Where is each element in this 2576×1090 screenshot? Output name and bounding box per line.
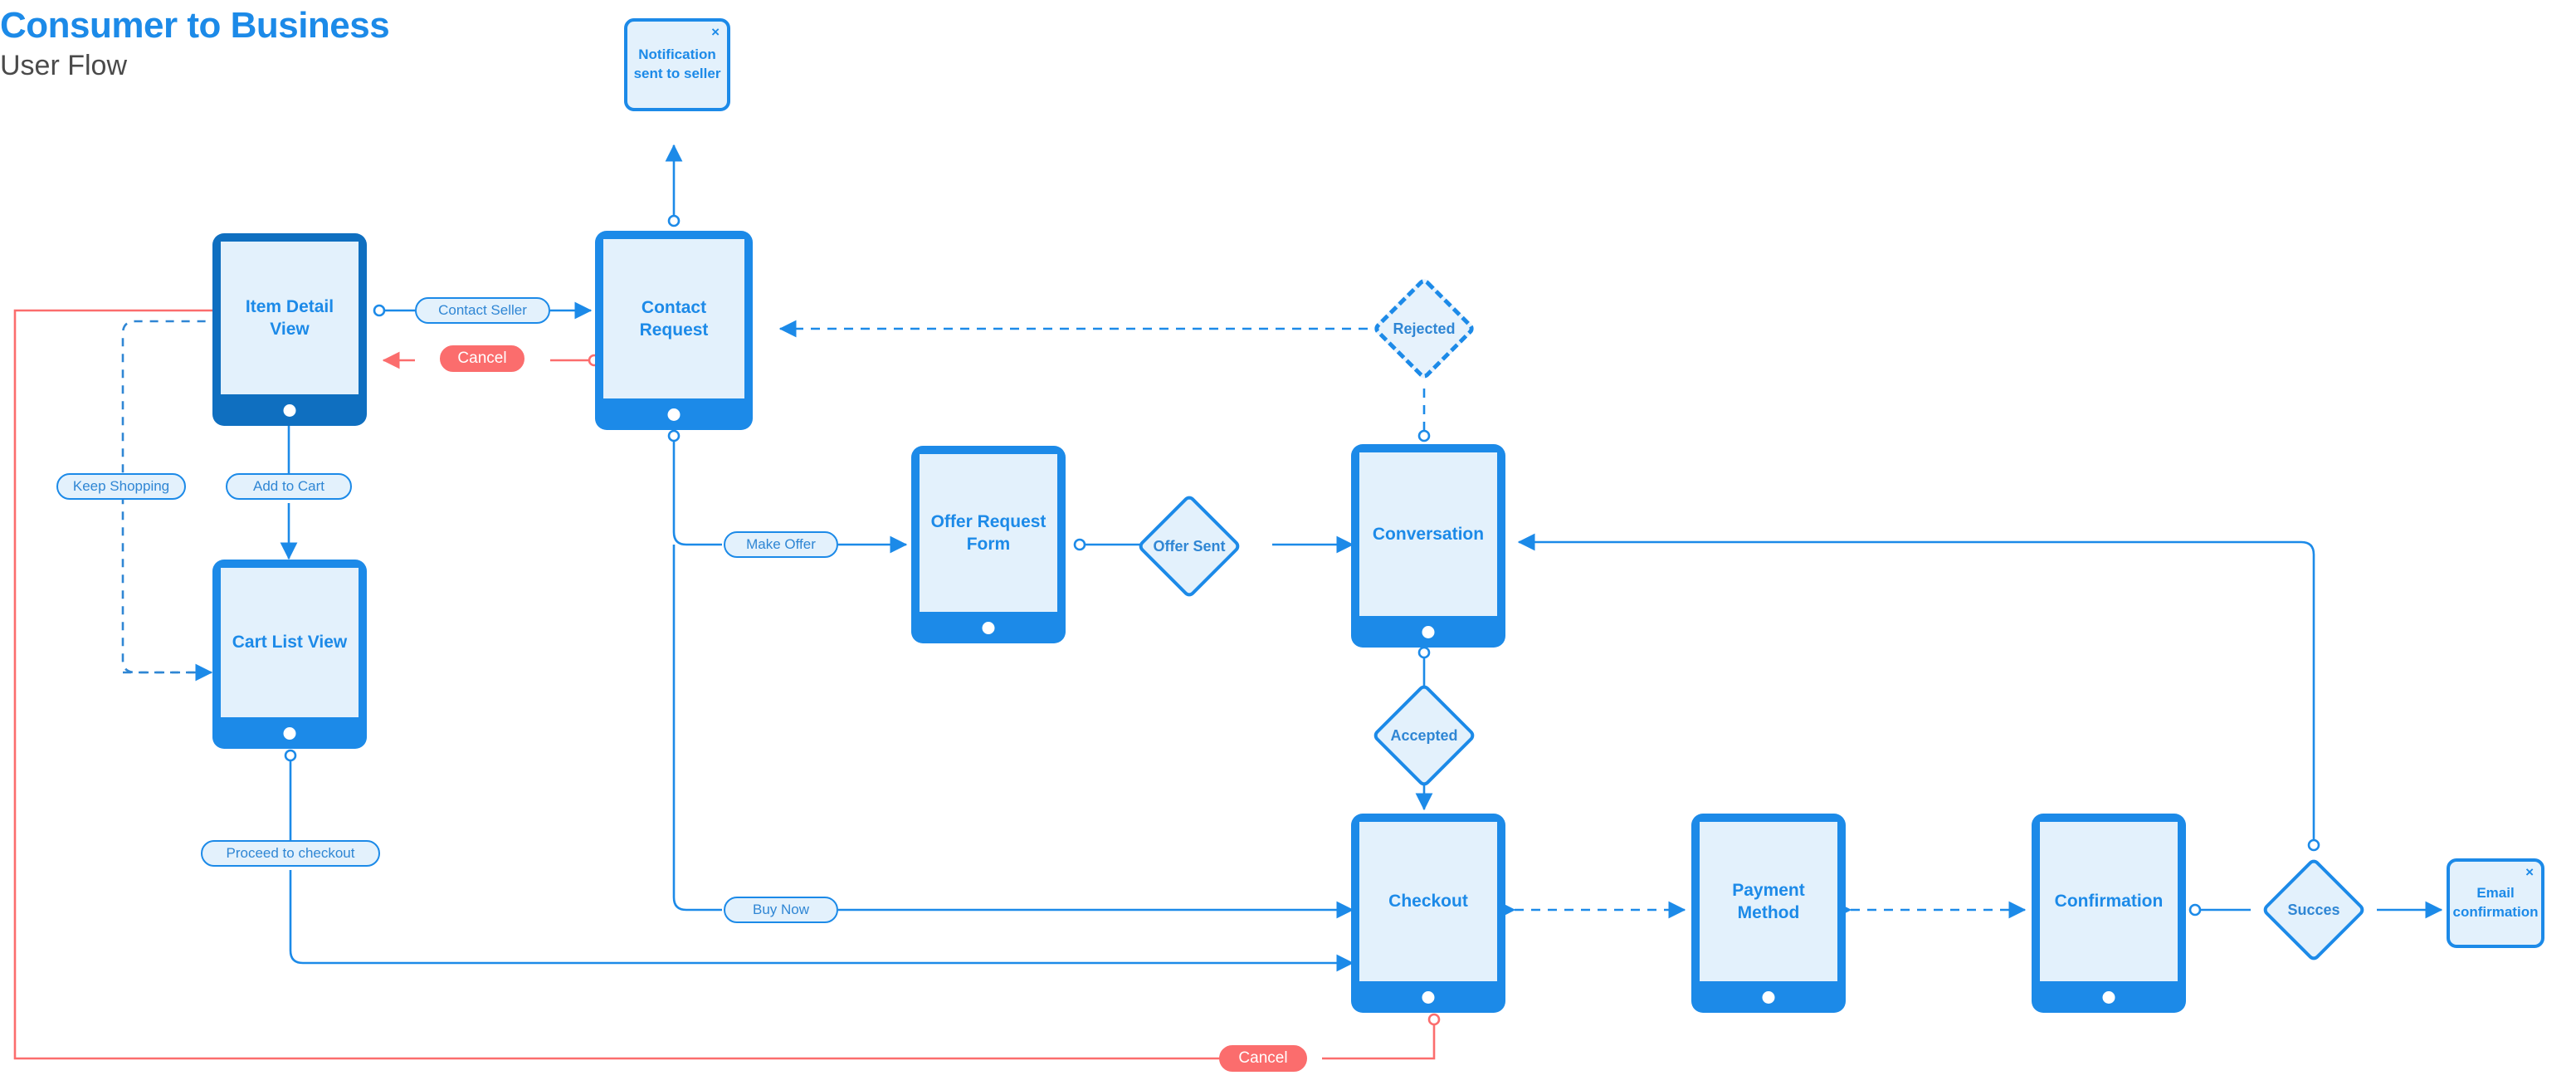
home-button-icon [667,408,681,421]
action-label: Proceed to checkout [226,845,355,861]
action-label: Keep Shopping [72,478,170,494]
decision-label: Succes [2287,901,2340,918]
action-cancel-top[interactable]: Cancel [440,345,524,372]
decision-label: Offer Sent [1153,537,1226,555]
note-text: Email confirmation [2452,885,2539,920]
node-cart-list-view[interactable]: Cart List View [212,560,367,749]
device-screen: Payment Method [1700,822,1837,981]
home-button-icon [982,622,995,634]
device-screen: Checkout [1359,822,1497,981]
action-label: Make Offer [746,536,816,552]
action-add-to-cart[interactable]: Add to Cart [226,473,352,500]
home-button-icon [283,727,296,740]
action-label: Add to Cart [253,478,324,494]
note-email-confirmation: × Email confirmation [2447,858,2544,948]
page-subtitle: User Flow [0,50,128,82]
action-contact-seller[interactable]: Contact Seller [415,297,550,324]
node-label: Confirmation [2054,892,2164,912]
note-text: Notification sent to seller [633,46,721,81]
home-button-icon [1762,991,1775,1004]
node-item-detail-view[interactable]: Item Detail View [212,233,367,426]
node-label: Cart List View [232,633,348,653]
action-label: Buy Now [752,902,810,917]
node-label: Contact Request [639,297,709,340]
node-checkout[interactable]: Checkout [1351,814,1505,1013]
node-label: Item Detail View [245,296,334,339]
home-button-icon [283,404,296,417]
action-cancel-bottom[interactable]: Cancel [1219,1045,1307,1072]
home-button-icon [1422,991,1435,1004]
action-label: Contact Seller [438,302,527,318]
device-screen: Offer Request Form [920,454,1057,612]
page-title: Consumer to Business [0,5,390,46]
node-label: Checkout [1388,892,1468,912]
home-button-icon [2102,991,2115,1004]
node-label: Payment Method [1732,880,1805,922]
page-header: Consumer to Business User Flow [0,5,390,82]
decision-rejected[interactable]: Rejected [1371,276,1477,382]
node-conversation[interactable]: Conversation [1351,444,1505,648]
device-screen: Item Detail View [221,242,359,394]
action-proceed-to-checkout[interactable]: Proceed to checkout [201,840,380,867]
device-screen: Contact Request [603,239,744,398]
device-screen: Confirmation [2040,822,2178,981]
close-icon[interactable]: × [2525,864,2534,880]
home-button-icon [1422,626,1435,638]
decision-label: Rejected [1393,320,1456,337]
device-screen: Conversation [1359,452,1497,616]
node-offer-request-form[interactable]: Offer Request Form [911,446,1066,643]
decision-offer-sent[interactable]: Offer Sent [1136,493,1242,599]
node-label: Conversation [1372,524,1485,544]
action-buy-now[interactable]: Buy Now [724,897,838,923]
decision-accepted[interactable]: Accepted [1371,682,1477,789]
decision-label: Accepted [1390,726,1458,744]
close-icon[interactable]: × [711,24,720,40]
action-label: Cancel [457,349,507,367]
decision-success[interactable]: Succes [2261,857,2367,963]
node-contact-request[interactable]: Contact Request [595,231,753,430]
action-label: Cancel [1238,1049,1288,1067]
node-confirmation[interactable]: Confirmation [2032,814,2186,1013]
device-screen: Cart List View [221,568,359,717]
action-keep-shopping[interactable]: Keep Shopping [56,473,186,500]
node-label: Offer Request Form [930,511,1046,554]
note-notification-sent-to-seller: × Notification sent to seller [624,18,730,111]
action-make-offer[interactable]: Make Offer [724,531,838,558]
node-payment-method[interactable]: Payment Method [1691,814,1846,1013]
